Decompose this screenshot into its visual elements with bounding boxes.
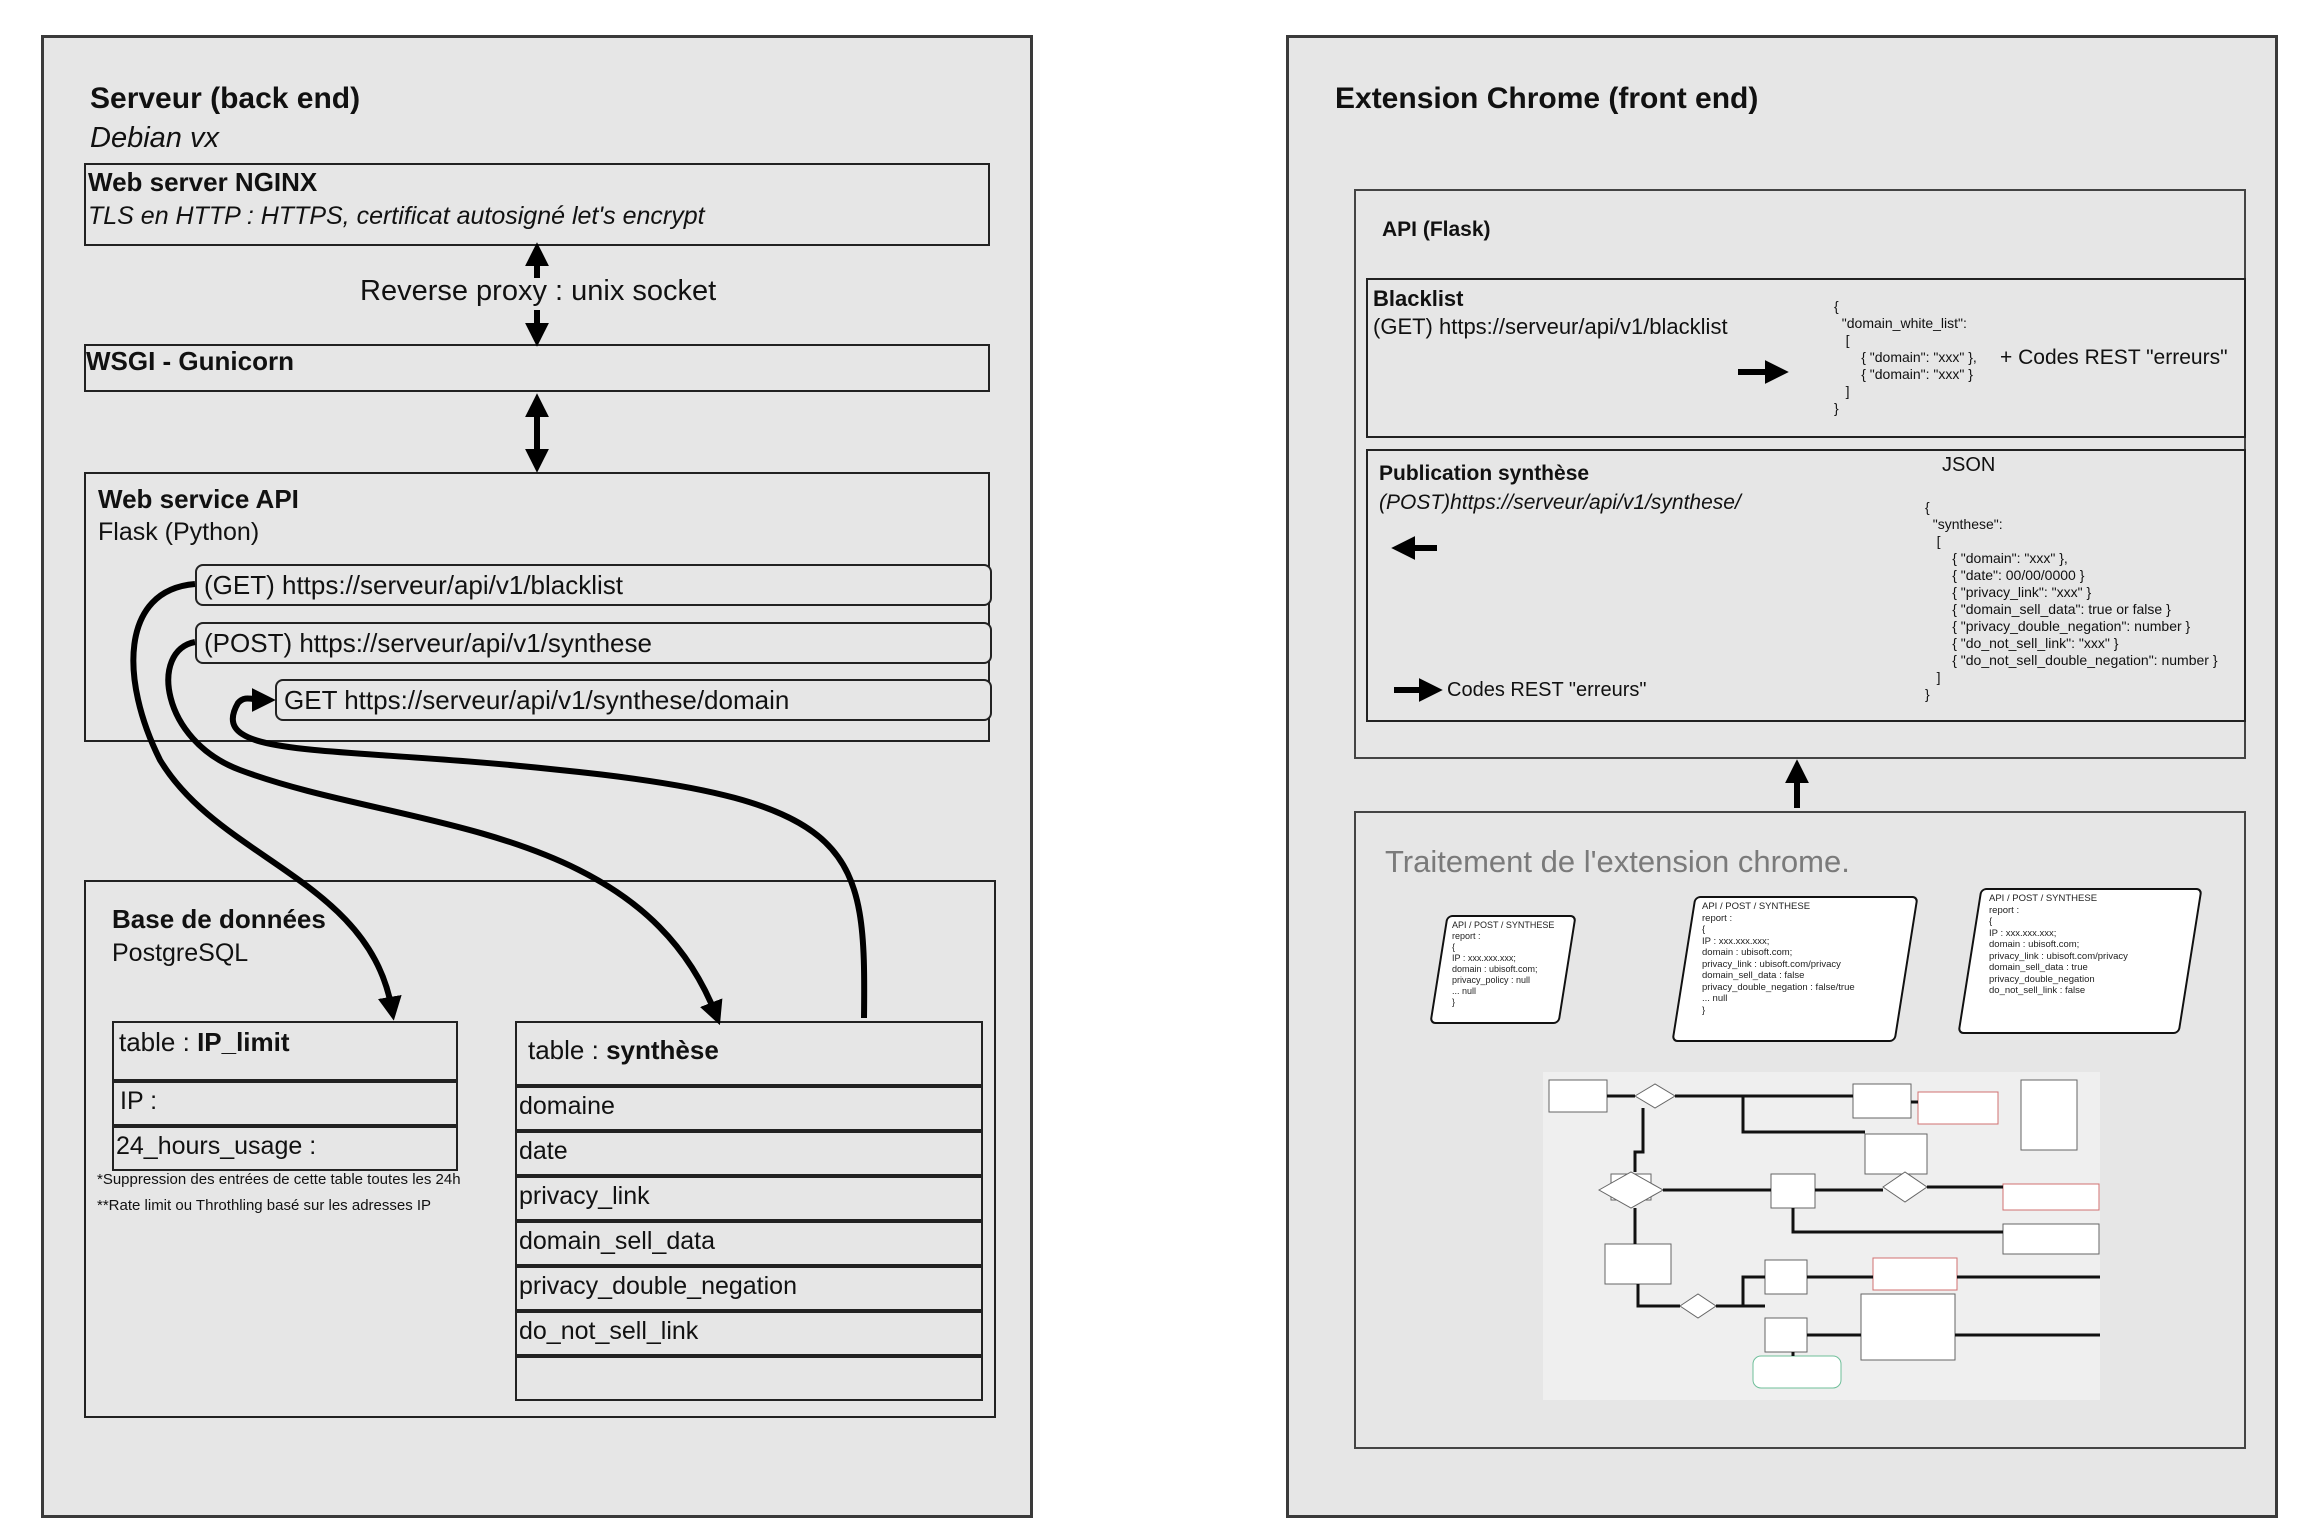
table-name: synthèse [606,1035,719,1065]
db-title: Base de données [112,904,326,934]
traitement-title: Traitement de l'extension chrome. [1385,844,1850,879]
table-row: privacy_link [515,1176,983,1221]
endpoint-label: (POST) https://serveur/api/v1/synthese [204,628,652,658]
flow-node [1752,1355,1842,1389]
publication-title: Publication synthèse [1379,462,1590,485]
blacklist-json: { "domain_white_list": [ { "domain": "xx… [1834,298,1977,416]
table-row: 24_hours_usage : [112,1126,458,1171]
flowchart-image [1543,1072,2100,1400]
table-row [515,1356,983,1401]
flow-edge [1636,1284,1680,1308]
server-os: Debian vx [90,122,219,154]
table-row: domain_sell_data [515,1221,983,1266]
endpoint-label: (GET) https://serveur/api/v1/blacklist [204,570,624,600]
flow-node [1604,1243,1672,1285]
table-row: date [515,1131,983,1176]
report-card-text: API / POST / SYNTHESE report : { IP : xx… [1702,901,1855,1016]
arrow-post-to-synthese [165,639,723,1026]
flow-node [2020,1079,2078,1151]
blacklist-title: Blacklist [1373,286,1464,311]
proxy-label: Reverse proxy : unix socket [360,275,717,308]
publication-box [1366,449,2246,722]
publication-json-label: JSON [1942,454,1996,476]
synthese-table: table : synthèse domaine date privacy_li… [515,1021,983,1401]
report-card-text: API / POST / SYNTHESE report : { IP : xx… [1452,920,1555,1007]
flask-api-title: API (Flask) [1382,218,1491,241]
flow-node [1548,1079,1608,1113]
flow-node [1917,1091,1999,1125]
server-title: Serveur (back end) [90,82,361,115]
db-subtitle: PostgreSQL [112,939,249,967]
table-header: table : IP_limit [112,1021,458,1081]
table-prefix: table : [119,1027,198,1057]
flow-edge [1633,1108,1645,1172]
db-box [84,880,996,1418]
table-row: privacy_double_negation [515,1266,983,1311]
nginx-title: Web server NGINX [88,167,318,197]
table-row: domaine [515,1086,983,1131]
ip-note-1: *Suppression des entrées de cette table … [97,1171,461,1188]
publication-codes: Codes REST "erreurs" [1447,679,1647,701]
arrow-blacklist-to-iplimit [130,581,402,1021]
table-name: IP_limit [197,1027,290,1057]
blacklist-box [1366,278,2246,438]
flowchart-svg [1548,1079,2100,1389]
publication-json: { "synthese": [ { "domain": "xxx" }, { "… [1925,499,2218,702]
wsgi-title: WSGI - Gunicorn [86,346,294,376]
flow-node [1852,1083,1912,1119]
table-row: IP : [112,1081,458,1126]
flow-node [2002,1223,2100,1255]
flow-node [1770,1173,1816,1209]
flow-node [1860,1293,1956,1361]
publication-url: (POST)https://serveur/api/v1/synthese/ [1379,491,1741,514]
ip-limit-table: table : IP_limit IP : 24_hours_usage : [112,1021,458,1171]
flow-edge [1791,1208,2003,1234]
blacklist-codes: + Codes REST "erreurs" [2000,346,2228,369]
extension-title: Extension Chrome (front end) [1335,82,1759,115]
endpoint-label: GET https://serveur/api/v1/synthese/doma… [284,685,790,715]
endpoint-post-synthese[interactable]: (POST) https://serveur/api/v1/synthese [195,622,992,664]
endpoint-get-blacklist[interactable]: (GET) https://serveur/api/v1/blacklist [195,564,992,606]
table-header: table : synthèse [515,1021,983,1086]
api-box [84,472,990,742]
flow-node [2002,1183,2100,1211]
blacklist-url: (GET) https://serveur/api/v1/blacklist [1373,314,1728,339]
flow-edge [1741,1096,1865,1134]
flow-node [1864,1133,1928,1175]
ip-note-2: **Rate limit ou Throthling basé sur les … [97,1197,432,1214]
flow-edge [1741,1275,1765,1306]
table-prefix: table : [528,1035,607,1065]
api-title: Web service API [98,484,299,514]
arrow-synthese-to-get-domain [229,687,868,1019]
report-card-text: API / POST / SYNTHESE report : { IP : xx… [1989,893,2128,996]
traitement-box [1354,811,2246,1449]
endpoint-get-synthese-domain[interactable]: GET https://serveur/api/v1/synthese/doma… [275,679,992,721]
api-subtitle: Flask (Python) [98,518,260,546]
flow-node [1872,1257,1958,1291]
nginx-subtitle: TLS en HTTP : HTTPS, certificat autosign… [88,202,705,230]
table-row: do_not_sell_link [515,1311,983,1356]
